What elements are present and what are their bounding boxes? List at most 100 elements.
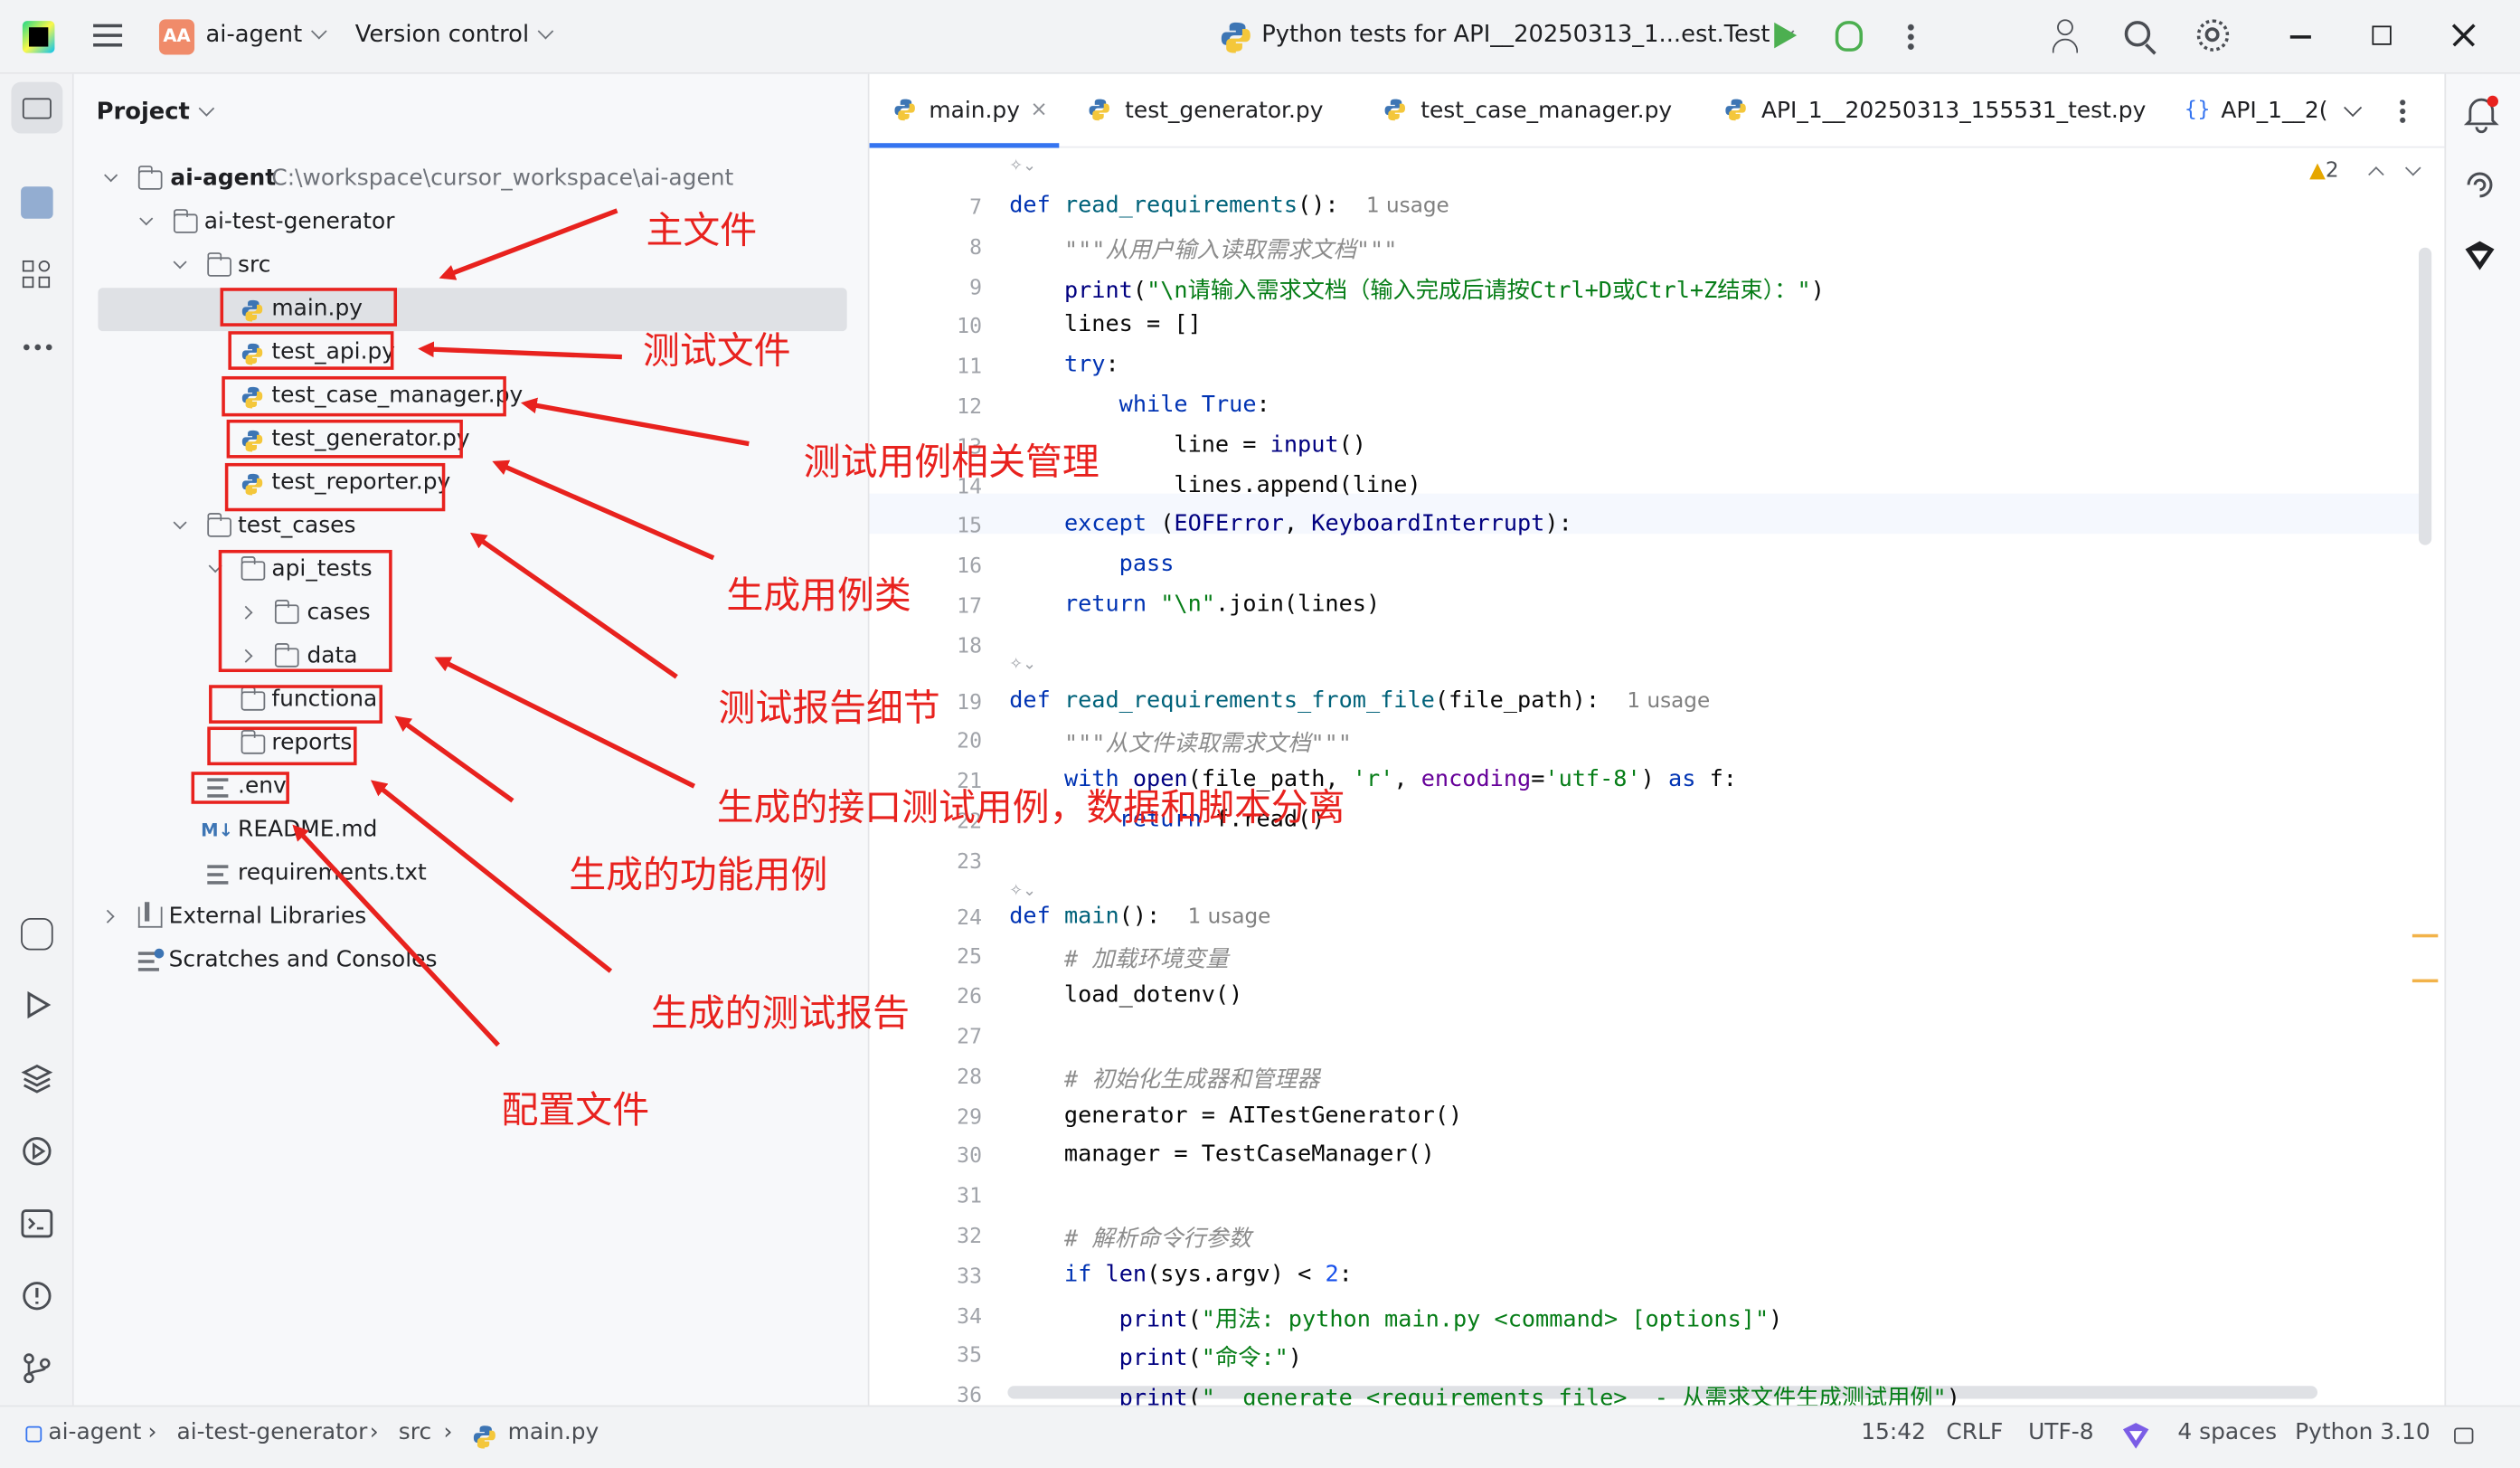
close-tab-icon[interactable]: ×	[1030, 98, 1048, 123]
tree-node-reports[interactable]: reports	[74, 722, 845, 765]
code-line[interactable]: # 初始化生成器和管理器	[1063, 1066, 1320, 1094]
code-line[interactable]: """从用户输入读取需求文档"""	[1063, 237, 1398, 264]
project-tool-icon[interactable]	[11, 81, 63, 134]
code-line[interactable]: def main(): 1 usage	[1009, 903, 1271, 929]
more-tools-icon[interactable]	[21, 344, 53, 351]
run-tool-icon[interactable]	[25, 990, 52, 1019]
vertical-scrollbar[interactable]	[2418, 247, 2432, 545]
tree-node-api-tests[interactable]: api_tests	[74, 548, 845, 592]
more-actions-icon[interactable]	[1907, 22, 1914, 52]
run-configuration[interactable]: Python tests for API__20250313_1...est.T…	[1261, 23, 1795, 48]
horizontal-scrollbar[interactable]	[1007, 1386, 2318, 1399]
ai-status-icon[interactable]	[2121, 1421, 2150, 1456]
vcs-selector[interactable]: Version control	[355, 23, 554, 48]
tabs-more-icon[interactable]	[2399, 98, 2406, 124]
code-line[interactable]: # 加载环境变量	[1063, 947, 1229, 974]
ai-hint-icon[interactable]: ✧⌄	[1009, 157, 1037, 175]
code-line[interactable]: lines.append(line)	[1009, 471, 1421, 498]
terminal-icon[interactable]	[21, 1208, 53, 1246]
tree-node-data[interactable]: data	[74, 635, 845, 678]
maximize-icon[interactable]	[2372, 25, 2392, 45]
breadcrumb-ai-agent[interactable]: ai-agent	[48, 1419, 142, 1446]
tab-main-py[interactable]: main.py ×	[869, 74, 1060, 148]
layers-icon[interactable]	[21, 1063, 53, 1102]
breadcrumb-main-py[interactable]: main.py	[507, 1419, 599, 1446]
indent-setting[interactable]: 4 spaces	[2177, 1419, 2278, 1446]
ai-hint-icon[interactable]: ✧⌄	[1009, 882, 1037, 901]
tree-node-functional[interactable]: functional	[74, 678, 845, 722]
add-user-icon[interactable]	[2052, 19, 2085, 54]
tree-node-scratches[interactable]: Scratches and Consoles	[74, 939, 845, 982]
code-line[interactable]: def read_requirements_from_file(file_pat…	[1009, 687, 1711, 714]
next-highlight-icon[interactable]	[2404, 159, 2421, 176]
code-line[interactable]: # 解析命令行参数	[1063, 1226, 1251, 1253]
tab-test-case-manager[interactable]: test_case_manager.py	[1383, 74, 1704, 148]
tree-node-ai-test-generator[interactable]: ai-test-generator	[74, 201, 845, 244]
tree-node-src[interactable]: src	[74, 244, 845, 288]
minimize-icon[interactable]	[2289, 35, 2311, 38]
breadcrumb-ai-test-generator[interactable]: ai-test-generator	[176, 1419, 368, 1446]
main-menu-icon[interactable]	[93, 24, 123, 47]
services-icon[interactable]	[21, 1135, 53, 1174]
python-interpreter[interactable]: Python 3.10	[2295, 1419, 2430, 1446]
code-line[interactable]: try:	[1063, 352, 1119, 379]
tab-api-test[interactable]: API_1__20250313_155531_test.py	[1724, 74, 2158, 148]
tree-node-external-libraries[interactable]: External Libraries	[74, 895, 845, 939]
tab-test-generator[interactable]: test_generator.py	[1088, 74, 1361, 148]
ai-assistant-icon[interactable]	[2462, 167, 2497, 209]
python-console-icon[interactable]	[21, 918, 53, 951]
project-selector[interactable]: ai-agent	[206, 23, 327, 48]
structure-icon[interactable]	[22, 260, 52, 289]
code-line[interactable]: except (EOFError, KeyboardInterrupt):	[1063, 511, 1572, 538]
file-encoding[interactable]: UTF-8	[2028, 1419, 2094, 1446]
git-icon[interactable]	[21, 1352, 53, 1391]
tree-node-ai-agent[interactable]: ai-agent C:\workspace\cursor_workspace\a…	[74, 157, 845, 201]
line-separator[interactable]: CRLF	[1946, 1419, 2004, 1446]
code-line[interactable]: while True:	[1118, 392, 1270, 419]
code-line[interactable]: with open(file_path, 'r', encoding='utf-…	[1063, 767, 1737, 793]
tab-api-json[interactable]: {} API_1__2(	[2184, 74, 2328, 148]
settings-gear-icon[interactable]	[2196, 19, 2230, 52]
tree-node-test-reporter-py[interactable]: test_reporter.py	[74, 461, 845, 505]
lock-icon[interactable]	[2454, 1427, 2474, 1444]
annotation-report-detail: 测试报告细节	[718, 687, 940, 731]
code-line[interactable]: manager = TestCaseManager()	[1009, 1141, 1435, 1169]
code-line[interactable]: print("命令:")	[1118, 1346, 1302, 1372]
close-icon[interactable]	[2452, 24, 2476, 47]
code-line[interactable]: pass	[1118, 552, 1175, 578]
code-line[interactable]: print("用法: python main.py <command> [opt…	[1118, 1306, 1783, 1332]
tree-node-test-api-py[interactable]: test_api.py	[74, 331, 845, 374]
breadcrumb-src[interactable]: src	[398, 1419, 432, 1446]
code-line[interactable]: return f.read()	[1118, 807, 1326, 833]
search-icon[interactable]	[2124, 21, 2157, 55]
code-line[interactable]: lines = []	[1009, 312, 1202, 338]
image-tool-icon[interactable]	[21, 186, 53, 219]
tree-node-test-case-manager-py[interactable]: test_case_manager.py	[74, 374, 845, 418]
code-line[interactable]: if len(sys.argv) < 2:	[1063, 1262, 1353, 1288]
code-line[interactable]: return "\n".join(lines)	[1063, 592, 1381, 618]
tree-node-test-generator-py[interactable]: test_generator.py	[74, 418, 845, 461]
plugin-icon[interactable]	[2462, 238, 2497, 279]
code-line[interactable]: print("\n请输入需求文档（输入完成后请按Ctrl+D或Ctrl+Z结束）…	[1063, 277, 1825, 304]
code-line[interactable]: """从文件读取需求文档"""	[1063, 732, 1353, 758]
code-line[interactable]: load_dotenv()	[1009, 982, 1243, 1009]
prev-highlight-icon[interactable]	[2368, 166, 2384, 183]
code-line[interactable]: def read_requirements(): 1 usage	[1009, 193, 1449, 219]
tree-node-test-cases[interactable]: test_cases	[74, 505, 845, 548]
notifications-icon[interactable]	[2462, 95, 2501, 140]
run-icon[interactable]	[1774, 22, 1798, 49]
project-panel-title[interactable]: Project	[97, 99, 215, 126]
debug-icon[interactable]	[1835, 21, 1864, 52]
code-line[interactable]: line = input()	[1009, 431, 1366, 459]
pycharm-logo-icon[interactable]	[22, 21, 55, 53]
tabs-dropdown-icon[interactable]	[2344, 99, 2363, 118]
code-line[interactable]: generator = AITestGenerator()	[1009, 1102, 1463, 1129]
tree-node-cases[interactable]: cases	[74, 592, 845, 635]
warning-indicator[interactable]: ▲2	[2309, 158, 2339, 184]
problems-icon[interactable]	[21, 1280, 53, 1319]
ai-hint-icon[interactable]: ✧⌄	[1009, 656, 1037, 674]
caret-position[interactable]: 15:42	[1861, 1419, 1926, 1446]
tree-node-main-py[interactable]: main.py	[74, 288, 845, 331]
tree-node-env[interactable]: .env	[74, 765, 845, 809]
project-badge[interactable]: AA	[158, 19, 195, 55]
